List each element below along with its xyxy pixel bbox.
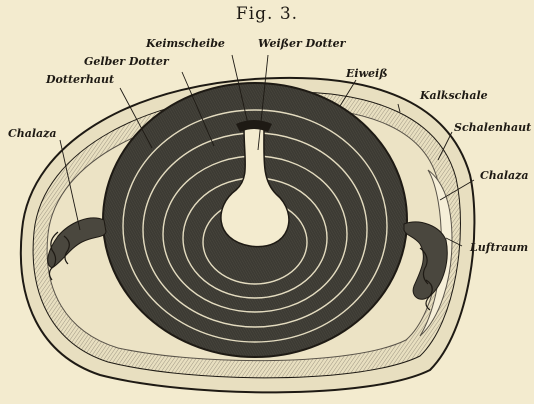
- label-kalkschale: Kalkschale: [420, 90, 488, 101]
- label-schalenhaut: Schalenhaut: [454, 122, 531, 133]
- label-gelber-dotter: Gelber Dotter: [84, 56, 169, 67]
- label-dotterhaut: Dotterhaut: [46, 74, 114, 85]
- label-eiweiss: Eiweiß: [346, 68, 388, 79]
- label-weisser-dotter: Weißer Dotter: [258, 38, 345, 49]
- label-keimscheibe: Keimscheibe: [146, 38, 225, 49]
- label-luftraum: Luftraum: [470, 242, 528, 253]
- label-chalaza-right: Chalaza: [480, 170, 529, 181]
- label-chalaza-left: Chalaza: [8, 128, 57, 139]
